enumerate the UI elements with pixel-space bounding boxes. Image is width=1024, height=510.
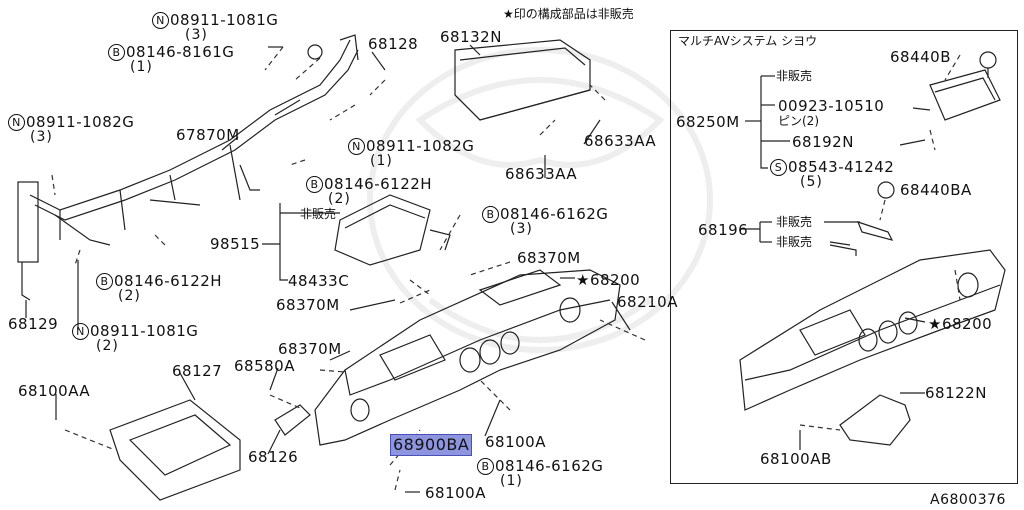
part-qty: (1)	[500, 473, 523, 489]
glovebox-frame-drawing	[109, 399, 241, 501]
part-label-68370M-c[interactable]: 68370M	[278, 340, 342, 358]
airbag-module-drawing	[334, 194, 451, 266]
part-number: 08911-1081G	[90, 322, 199, 340]
part-label-68196[interactable]: 68196	[698, 221, 749, 239]
part-label-68127[interactable]: 68127	[172, 362, 223, 380]
part-number: 08911-1082G	[26, 113, 135, 131]
part-qty: (3)	[510, 221, 533, 237]
inset-title: マルチAVシステム シヨウ	[678, 34, 818, 48]
part-label-68100AB[interactable]: 68100AB	[760, 450, 832, 468]
nut-symbol-N: N	[72, 323, 89, 340]
bolt-symbol-B: B	[482, 206, 499, 223]
part-label-68370M-a[interactable]: 68370M	[517, 249, 581, 267]
bolt-symbol-B: B	[96, 273, 113, 290]
bolt-symbol-B: B	[108, 44, 125, 61]
figure-id: A6800376	[930, 492, 1006, 508]
part-label-pin: ピン(2)	[778, 114, 819, 128]
part-qty: (2)	[118, 288, 141, 304]
inset-drawings	[739, 51, 1006, 446]
part-qty: (2)	[96, 338, 119, 354]
part-label-68100A-a[interactable]: 68100A	[485, 433, 546, 451]
label-not-for-sale: 非販売	[776, 235, 813, 249]
part-label-68128[interactable]: 68128	[368, 35, 419, 53]
part-label-68126[interactable]: 68126	[248, 448, 299, 466]
part-label-68100A-b[interactable]: 68100A	[425, 484, 486, 502]
nut-symbol-N: N	[152, 12, 169, 29]
part-number: 68200	[589, 271, 641, 289]
part-label-67870M[interactable]: 67870M	[176, 126, 240, 144]
part-label-68132N[interactable]: 68132N	[440, 28, 502, 46]
bolt-symbol-B: B	[477, 458, 494, 475]
part-number: 08146-6122H	[324, 175, 433, 193]
part-label-48433C[interactable]: 48433C	[288, 272, 350, 290]
star-symbol: ★	[576, 271, 590, 289]
part-number: 08911-1082G	[366, 137, 475, 155]
part-label-68122N[interactable]: 68122N	[925, 384, 987, 402]
part-label-68200[interactable]: ★68200	[576, 272, 640, 288]
part-label-68100AA[interactable]: 68100AA	[18, 382, 91, 400]
instrument-panel-drawing	[314, 269, 621, 446]
inset-box	[670, 30, 1018, 484]
part-number: 08911-1081G	[170, 11, 279, 29]
part-label-68440B[interactable]: 68440B	[890, 48, 952, 66]
label-not-for-sale: 非販売	[776, 215, 813, 229]
part-qty: (5)	[800, 174, 823, 190]
part-label-68900BA[interactable]: 68900BA	[390, 434, 473, 456]
part-label-68580A[interactable]: 68580A	[234, 357, 295, 375]
part-number: 68200	[941, 315, 993, 333]
part-qty: (1)	[130, 59, 153, 75]
steering-member-drawing	[17, 34, 359, 301]
label-not-for-sale: 非販売	[300, 207, 337, 221]
part-label-68440BA[interactable]: 68440BA	[900, 181, 972, 199]
star-symbol: ★	[928, 315, 942, 333]
part-label-68192N[interactable]: 68192N	[792, 133, 854, 151]
part-number: 08146-8161G	[126, 43, 235, 61]
part-label-68370M-b[interactable]: 68370M	[276, 296, 340, 314]
nut-symbol-N: N	[348, 138, 365, 155]
part-label-68129[interactable]: 68129	[8, 315, 59, 333]
part-qty: (3)	[185, 27, 208, 43]
part-label-68633AA-b[interactable]: 68633AA	[505, 165, 578, 183]
header-note: ★印の構成部品は非販売	[503, 7, 634, 21]
part-number: 08146-6162G	[495, 457, 604, 475]
part-number: 08146-6122H	[114, 272, 223, 290]
part-qty: (1)	[370, 153, 393, 169]
nut-symbol-N: N	[8, 114, 25, 131]
part-label-98515[interactable]: 98515	[210, 235, 261, 253]
screw-symbol-S: S	[770, 159, 787, 176]
part-qty: (3)	[30, 129, 53, 145]
part-label-68633AA-a[interactable]: 68633AA	[584, 132, 657, 150]
upper-cover-drawing	[454, 39, 591, 121]
part-label-68210A[interactable]: 68210A	[617, 293, 678, 311]
part-number: 08543-41242	[788, 158, 895, 176]
part-label-68200-inset[interactable]: ★68200	[928, 316, 992, 332]
part-label-00923-10510[interactable]: 00923-10510	[778, 97, 885, 115]
label-not-for-sale: 非販売	[776, 69, 813, 83]
part-label-68250M[interactable]: 68250M	[676, 113, 740, 131]
bracket-68126-drawing	[274, 404, 311, 436]
part-qty: (2)	[328, 191, 351, 207]
part-number: 08146-6162G	[500, 205, 609, 223]
bolt-symbol-B: B	[306, 176, 323, 193]
